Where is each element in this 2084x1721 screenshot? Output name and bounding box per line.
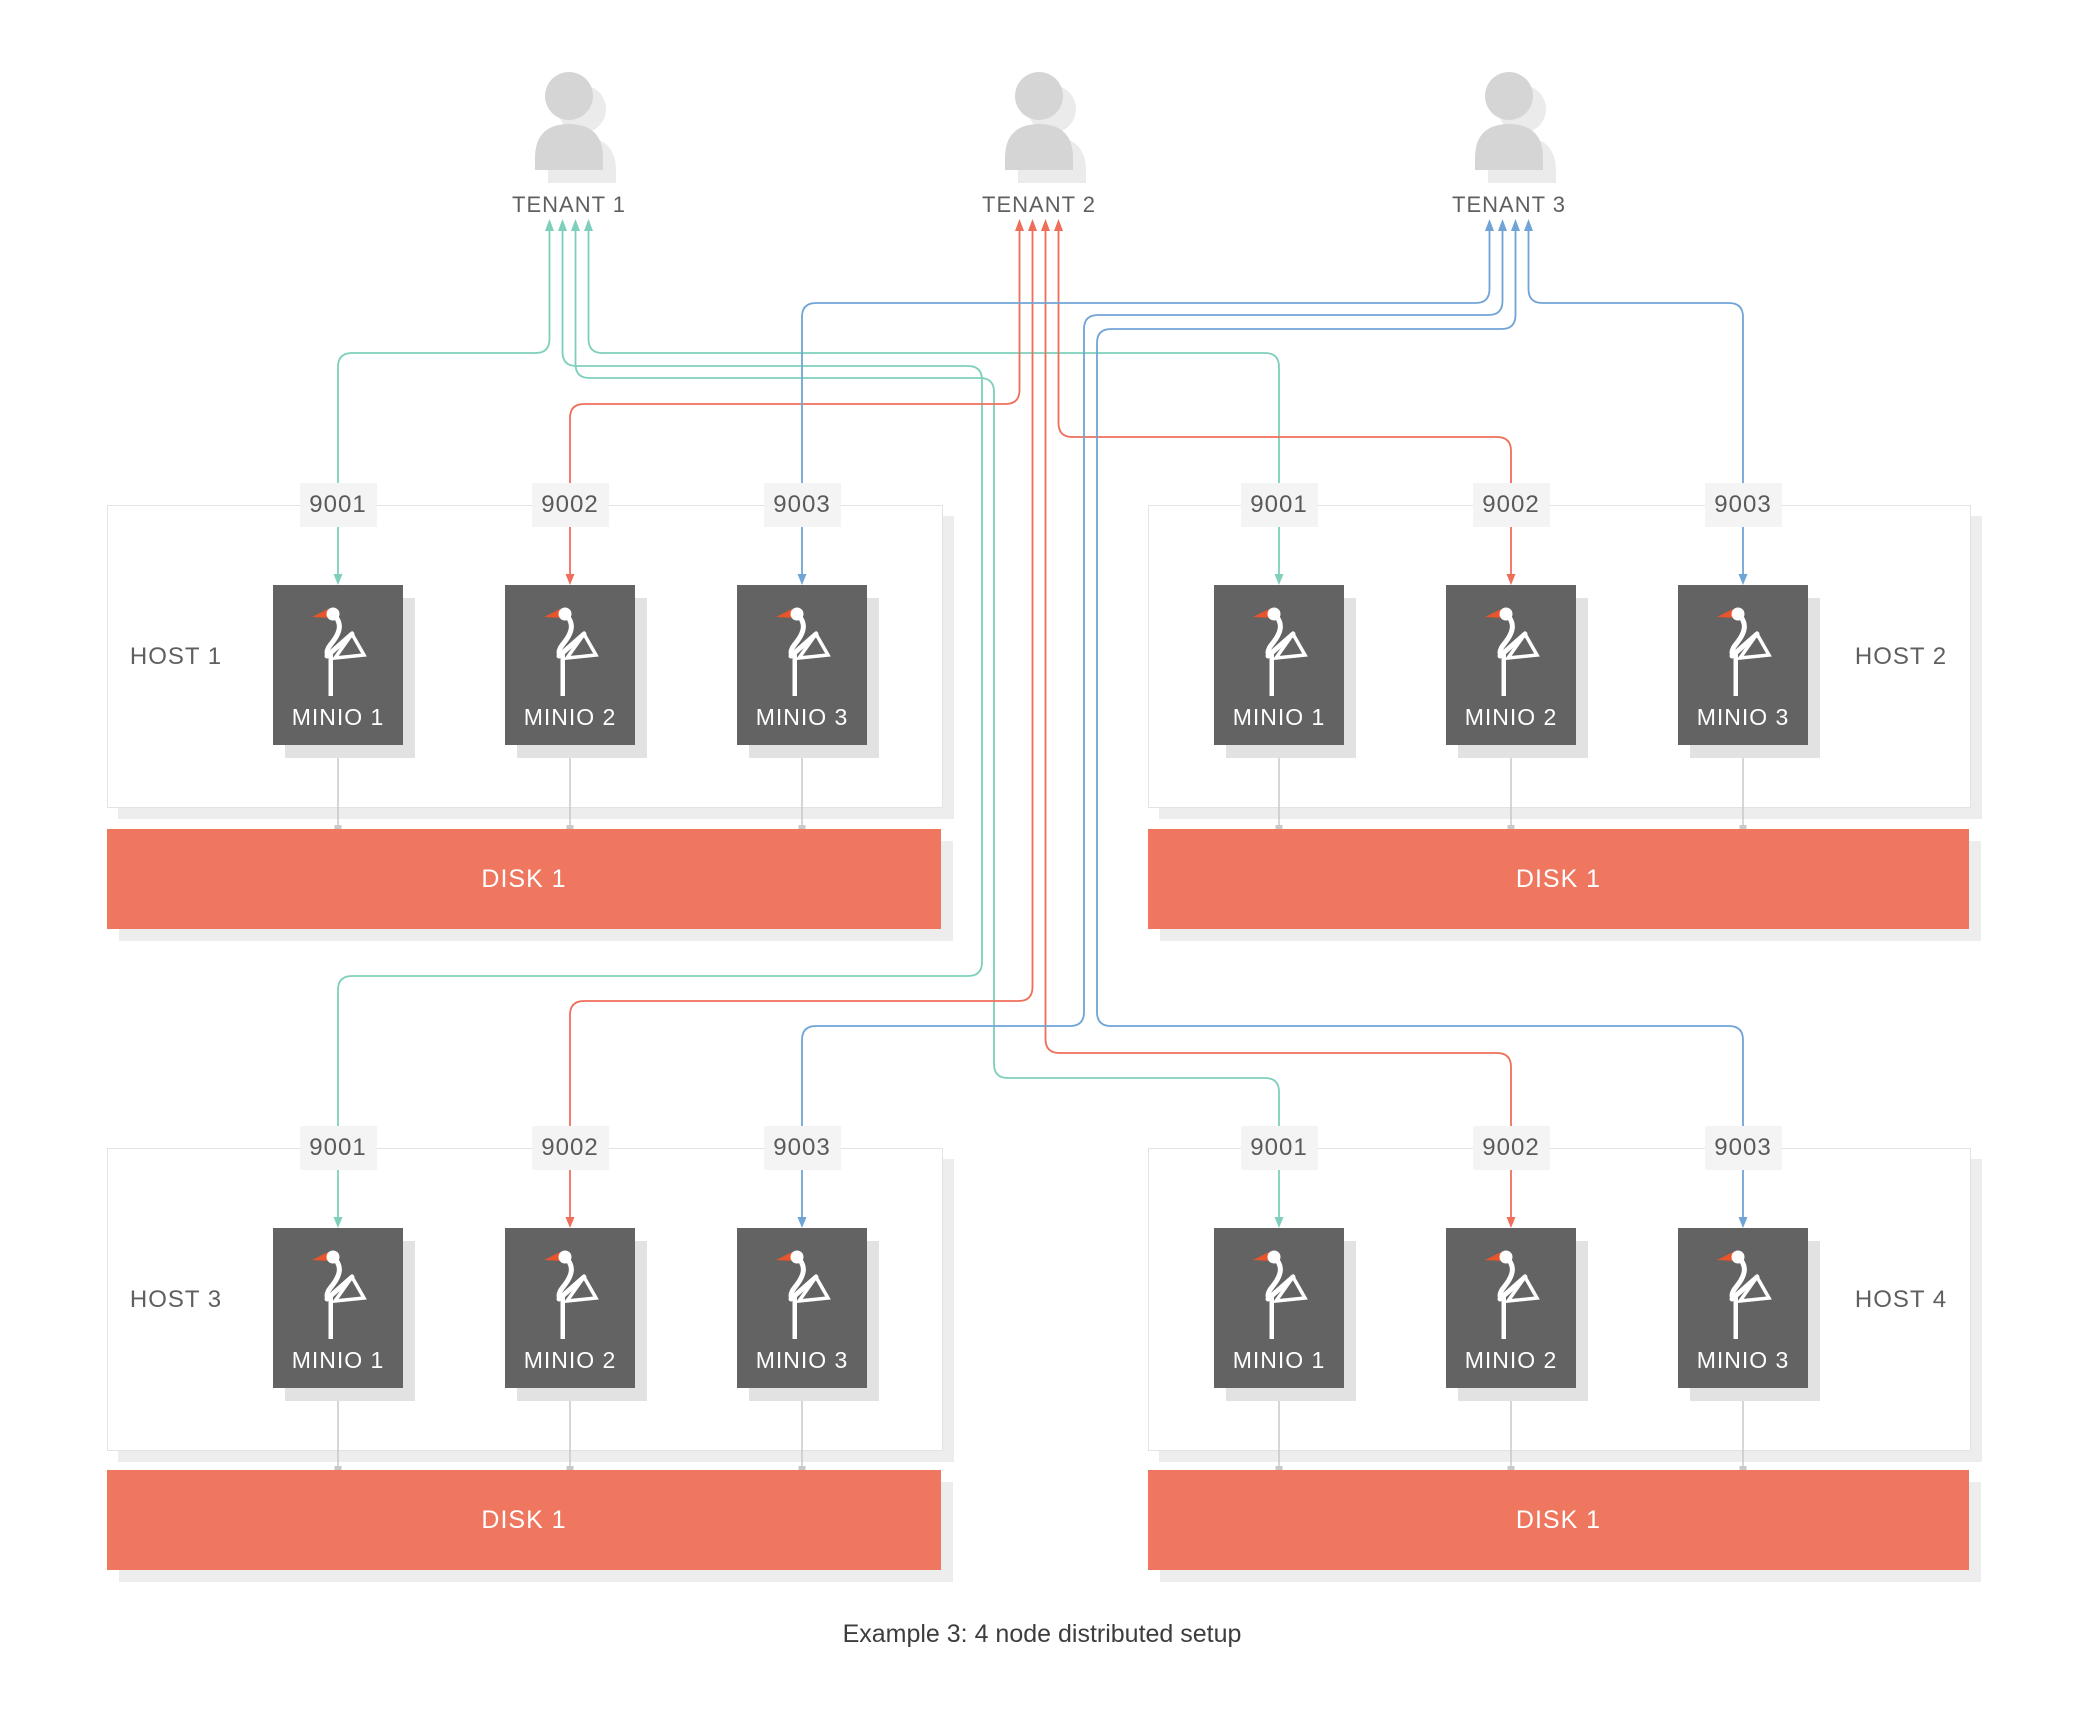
host-3-minio-1-label: MINIO 1 [291,1347,385,1373]
host-2-port-label-9002: 9002 [1472,483,1550,527]
host-3-port-label-9001: 9001 [299,1126,377,1170]
host-2-port-label-9001: 9001 [1240,483,1318,527]
diagram-caption: Example 3: 4 node distributed setup [842,1620,1242,1648]
tenant-2-user-icon [999,55,1079,170]
arrowhead-up-icon [1015,219,1024,231]
host-2-minio-1-label: MINIO 1 [1232,704,1326,730]
minio-stork-logo-icon [1253,1250,1308,1339]
host-1-minio-2-label: MINIO 2 [523,704,617,730]
minio-stork-logo-icon [776,1250,831,1339]
host-4-port-label-9002: 9002 [1472,1126,1550,1170]
host-4-minio-3-box: MINIO 3 [1678,1228,1808,1388]
minio-stork-logo-icon [312,607,367,696]
host-4-port-label-9003: 9003 [1704,1126,1782,1170]
tenant-1-label: TENANT 1 [512,192,626,217]
host-3-minio-1-box: MINIO 1 [273,1228,403,1388]
host-4-disk-bar: DISK 1 [1148,1470,1969,1570]
minio-stork-logo-icon [776,607,831,696]
host-4-port-label-9001: 9001 [1240,1126,1318,1170]
host-2-disk-label: DISK 1 [1515,864,1602,893]
host-1-disk-label: DISK 1 [481,864,567,893]
arrowhead-up-icon [1041,219,1050,231]
arrowhead-up-icon [1028,219,1037,231]
host-4-minio-2-label: MINIO 2 [1464,1347,1558,1373]
host-3-minio-2-label: MINIO 2 [523,1347,617,1373]
host-2-disk-bar: DISK 1 [1148,829,1969,929]
host-1-minio-1-box: MINIO 1 [273,585,403,745]
host-3-label: HOST 3 [129,1286,223,1313]
minio-stork-logo-icon [1717,607,1772,696]
host-4-minio-3-label: MINIO 3 [1696,1347,1790,1373]
arrowhead-up-icon [558,219,567,231]
host-1-label: HOST 1 [129,643,223,670]
host-3-minio-2-box: MINIO 2 [505,1228,635,1388]
host-4-minio-2-box: MINIO 2 [1446,1228,1576,1388]
host-1-minio-3-label: MINIO 3 [755,704,849,730]
tenant-2-label: TENANT 2 [982,192,1096,217]
host-3-disk-bar: DISK 1 [107,1470,941,1570]
tenant-1-user-icon [529,55,609,170]
arrowhead-up-icon [1054,219,1063,231]
minio-stork-logo-icon [1485,1250,1540,1339]
host-4-disk-label: DISK 1 [1515,1505,1602,1534]
host-4-minio-1-label: MINIO 1 [1232,1347,1326,1373]
tenant-3-label: TENANT 3 [1452,192,1566,217]
host-1-minio-1-label: MINIO 1 [291,704,385,730]
arrowhead-up-icon [1498,219,1507,231]
minio-stork-logo-icon [1717,1250,1772,1339]
host-2-minio-3-box: MINIO 3 [1678,585,1808,745]
host-1-port-label-9003: 9003 [763,483,841,527]
arrowhead-up-icon [1485,219,1494,231]
host-2-minio-2-box: MINIO 2 [1446,585,1576,745]
host-1-port-label-9001: 9001 [299,483,377,527]
arrowhead-up-icon [1524,219,1533,231]
host-2-minio-2-label: MINIO 2 [1464,704,1558,730]
tenant-3-user-icon [1469,55,1549,170]
arrowhead-up-icon [545,219,554,231]
host-3-port-label-9002: 9002 [531,1126,609,1170]
minio-stork-logo-icon [1253,607,1308,696]
host-2-port-label-9003: 9003 [1704,483,1782,527]
minio-stork-logo-icon [544,1250,599,1339]
minio-stork-logo-icon [312,1250,367,1339]
host-1-disk-bar: DISK 1 [107,829,941,929]
arrowhead-up-icon [1511,219,1520,231]
arrowhead-up-icon [584,219,593,231]
host-1-port-label-9002: 9002 [531,483,609,527]
host-4-minio-1-box: MINIO 1 [1214,1228,1344,1388]
host-3-minio-3-box: MINIO 3 [737,1228,867,1388]
host-2-minio-1-box: MINIO 1 [1214,585,1344,745]
host-4-label: HOST 4 [1854,1286,1948,1313]
arrowhead-up-icon [571,219,580,231]
host-2-label: HOST 2 [1854,643,1948,670]
host-3-disk-label: DISK 1 [481,1505,567,1534]
host-3-minio-3-label: MINIO 3 [755,1347,849,1373]
host-2-minio-3-label: MINIO 3 [1696,704,1790,730]
minio-stork-logo-icon [544,607,599,696]
minio-stork-logo-icon [1485,607,1540,696]
host-3-port-label-9003: 9003 [763,1126,841,1170]
host-1-minio-2-box: MINIO 2 [505,585,635,745]
host-1-minio-3-box: MINIO 3 [737,585,867,745]
